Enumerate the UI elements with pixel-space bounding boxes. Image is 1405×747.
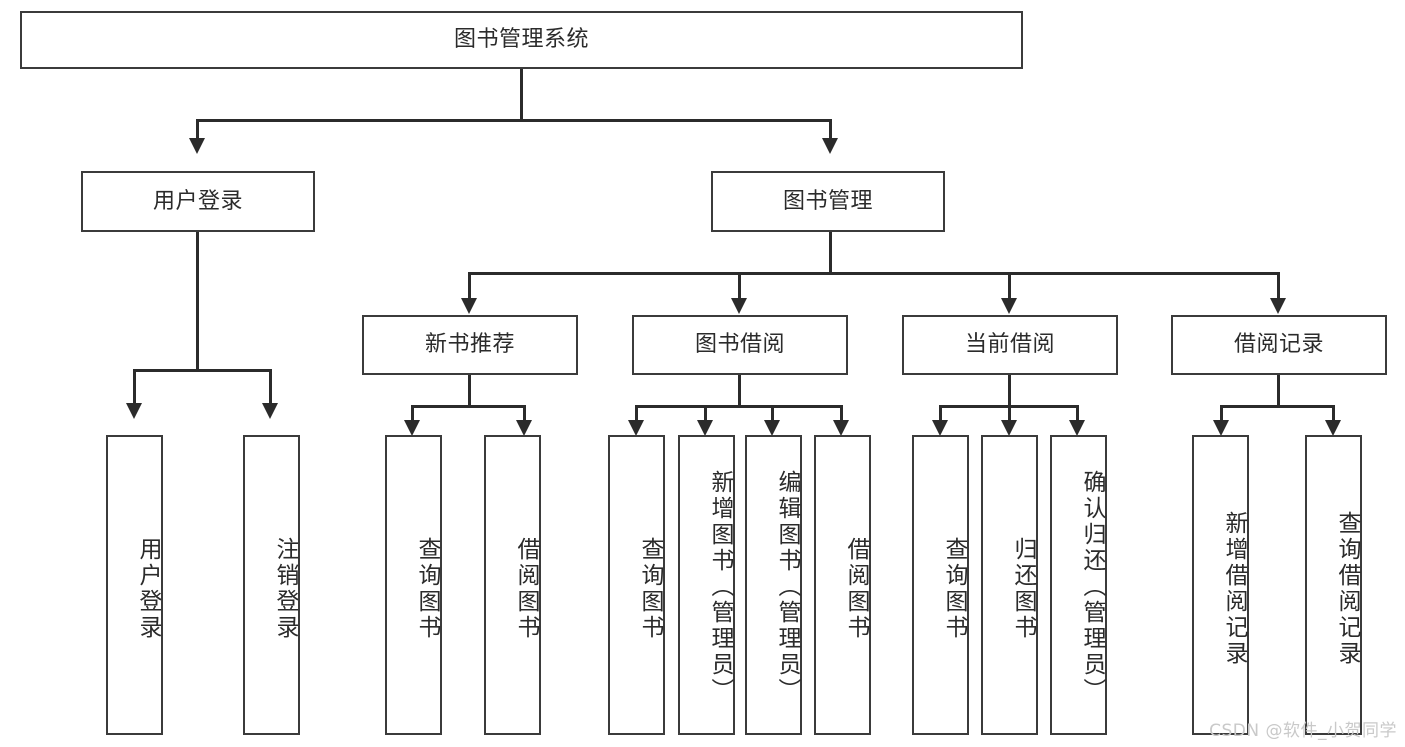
connector-root-bus [196,119,832,122]
arrow-new-book-rec-to-leaf-1 [404,420,420,436]
arrow-book-manage-to-current-borrow [1001,298,1017,314]
arrow-book-manage-to-borrow-record [1270,298,1286,314]
node-user-login[interactable]: 用户登录 [81,171,315,232]
connector-book-borrow-stem [738,375,741,405]
arrow-root-to-book-manage [822,138,838,154]
connector-book-borrow-to-leaf-4 [840,405,843,423]
arrow-borrow-record-to-leaf-1 [1213,420,1229,436]
arrow-book-borrow-to-leaf-2 [697,420,713,436]
leaf-label: 编辑图书（管理员） [774,470,800,704]
connector-book-manage-stem [829,232,832,272]
leaf-book-borrow-query-book[interactable]: 查询图书 [608,435,665,735]
node-book-borrow[interactable]: 图书借阅 [632,315,848,375]
arrow-user-login-to-leaf-1 [126,403,142,419]
leaf-label: 归还图书 [1010,537,1036,641]
leaf-user-login-login[interactable]: 用户登录 [106,435,163,735]
node-book-manage[interactable]: 图书管理 [711,171,945,232]
connector-borrow-record-to-leaf-1 [1220,405,1223,423]
connector-book-manage-to-book-borrow [738,272,741,300]
connector-new-book-rec-bus [411,405,526,408]
connector-current-borrow-stem [1008,375,1011,405]
leaf-label: 查询图书 [941,537,967,641]
node-label: 图书管理系统 [453,27,589,53]
connector-user-login-bus [133,369,272,372]
connector-new-book-rec-to-leaf-2 [523,405,526,423]
leaf-book-borrow-borrow-book[interactable]: 借阅图书 [814,435,871,735]
connector-current-borrow-to-leaf-3 [1076,405,1079,423]
node-new-book-recommendation[interactable]: 新书推荐 [362,315,578,375]
node-label: 新书推荐 [424,332,515,358]
leaf-label: 借阅图书 [843,537,869,641]
leaf-label: 新增图书（管理员） [707,470,733,704]
arrow-current-borrow-to-leaf-2 [1001,420,1017,436]
connector-borrow-record-to-leaf-2 [1332,405,1335,423]
connector-current-borrow-to-leaf-1 [939,405,942,423]
connector-borrow-record-stem [1277,375,1280,405]
leaf-label: 查询图书 [637,537,663,641]
node-root-system[interactable]: 图书管理系统 [20,11,1023,69]
leaf-label: 确认归还（管理员） [1079,470,1105,704]
leaf-user-login-logout[interactable]: 注销登录 [243,435,300,735]
node-label: 用户登录 [152,188,243,214]
leaf-current-borrow-return-book[interactable]: 归还图书 [981,435,1038,735]
connector-new-book-rec-to-leaf-1 [411,405,414,423]
leaf-new-book-rec-query-book[interactable]: 查询图书 [385,435,442,735]
arrow-book-manage-to-new-book-rec [461,298,477,314]
watermark-text: CSDN @软件_小贺同学 [1209,721,1397,741]
arrow-book-borrow-to-leaf-3 [764,420,780,436]
arrow-root-to-user-login [189,138,205,154]
arrow-new-book-rec-to-leaf-2 [516,420,532,436]
arrow-book-borrow-to-leaf-4 [833,420,849,436]
leaf-label: 查询借阅记录 [1334,511,1360,667]
arrow-current-borrow-to-leaf-1 [932,420,948,436]
connector-book-borrow-to-leaf-3 [771,405,774,423]
leaf-borrow-record-add-record[interactable]: 新增借阅记录 [1192,435,1249,735]
node-current-borrow[interactable]: 当前借阅 [902,315,1118,375]
node-label: 图书管理 [782,188,873,214]
leaf-label: 注销登录 [272,537,298,641]
connector-book-borrow-to-leaf-1 [635,405,638,423]
node-label: 图书借阅 [694,332,785,358]
leaf-current-borrow-query-book[interactable]: 查询图书 [912,435,969,735]
connector-user-login-to-leaf-2 [269,369,272,405]
connector-root-to-book-manage [829,119,832,141]
node-label: 借阅记录 [1233,332,1324,358]
leaf-new-book-rec-borrow-book[interactable]: 借阅图书 [484,435,541,735]
leaf-label: 新增借阅记录 [1221,511,1247,667]
arrow-borrow-record-to-leaf-2 [1325,420,1341,436]
leaf-label: 用户登录 [135,537,161,641]
connector-user-login-to-leaf-1 [133,369,136,405]
leaf-label: 查询图书 [414,537,440,641]
connector-borrow-record-bus [1220,405,1335,408]
leaf-current-borrow-confirm-return-admin[interactable]: 确认归还（管理员） [1050,435,1107,735]
connector-book-borrow-bus [635,405,843,408]
connector-current-borrow-to-leaf-2 [1008,405,1011,423]
connector-user-login-stem [196,232,199,369]
leaf-book-borrow-add-book-admin[interactable]: 新增图书（管理员） [678,435,735,735]
node-borrow-record[interactable]: 借阅记录 [1171,315,1387,375]
arrow-current-borrow-to-leaf-3 [1069,420,1085,436]
arrow-user-login-to-leaf-2 [262,403,278,419]
arrow-book-borrow-to-leaf-1 [628,420,644,436]
connector-book-manage-to-borrow-record [1277,272,1280,300]
arrow-book-manage-to-book-borrow [731,298,747,314]
leaf-book-borrow-edit-book-admin[interactable]: 编辑图书（管理员） [745,435,802,735]
connector-book-manage-bus [468,272,1280,275]
connector-root-to-user-login [196,119,199,141]
connector-new-book-rec-stem [468,375,471,405]
node-label: 当前借阅 [964,332,1055,358]
leaf-label: 借阅图书 [513,537,539,641]
connector-root-stem [520,69,523,119]
connector-book-manage-to-current-borrow [1008,272,1011,300]
connector-book-borrow-to-leaf-2 [704,405,707,423]
connector-book-manage-to-new-book-rec [468,272,471,300]
leaf-borrow-record-query-record[interactable]: 查询借阅记录 [1305,435,1362,735]
